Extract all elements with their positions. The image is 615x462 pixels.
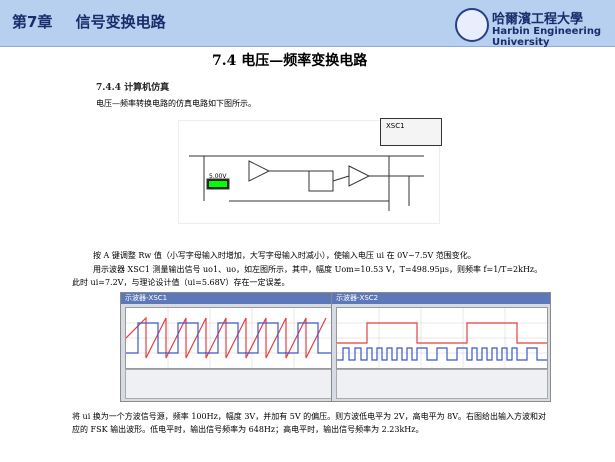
meter-display: 5.00V — [209, 173, 227, 180]
scope-plot-right — [336, 307, 548, 369]
paragraph-1: 按 A 键调整 Rw 值（小写字母输入时增加，大写字母输入时减小），使输入电压 … — [93, 251, 476, 260]
scope-plot-right-svg — [337, 308, 547, 368]
scope-window-title-left: 示波器-XSC1 — [121, 293, 339, 304]
university-name-en: Harbin Engineering University — [492, 26, 602, 48]
paragraph-3: 此时 ui=7.2V，与理论设计值（ui=5.68V）存在一定误差。 — [72, 278, 290, 287]
bottom-paragraph: 将 ui 换为一个方波信号源，频率 100Hz，幅度 3V，并加有 5V 的偏压… — [72, 412, 546, 434]
scope-window-title-right: 示波器-XSC2 — [332, 293, 550, 304]
circuit-svg: 5.00V — [189, 155, 424, 211]
university-logo-icon — [455, 8, 489, 42]
header-bar: 第7章 信号变换电路 哈爾濱工程大學 Harbin Engineering Un… — [0, 0, 615, 48]
intro-text: 电压—频率转换电路的仿真电路如下图所示。 — [96, 99, 256, 108]
paragraph-2: 用示波器 XSC1 测量输出信号 uo1、uo，如左图所示，其中，幅度 Uom=… — [93, 265, 543, 274]
oscilloscope-screenshot-right: 示波器-XSC2 — [331, 292, 551, 402]
university-name-cn: 哈爾濱工程大學 — [492, 12, 584, 27]
scope-plot-left — [125, 307, 337, 369]
oscilloscope-icon: XSC1 — [380, 118, 442, 146]
scope-control-panel-left — [125, 369, 337, 399]
circuit-diagram: 5.00V — [178, 120, 440, 224]
chapter-title: 第7章 信号变换电路 — [12, 11, 166, 32]
scope-label: XSC1 — [386, 122, 405, 130]
chapter-label: 第7章 — [12, 13, 53, 31]
scope-plot-left-svg — [125, 308, 336, 368]
chapter-name: 信号变换电路 — [75, 13, 166, 31]
section-title: 7.4 电压—频率变换电路 — [212, 53, 368, 69]
scope-control-panel-right — [336, 369, 548, 399]
subsection-title: 7.4.4 计算机仿真 — [96, 83, 170, 93]
oscilloscope-screenshot-left: 示波器-XSC1 — [120, 292, 340, 402]
